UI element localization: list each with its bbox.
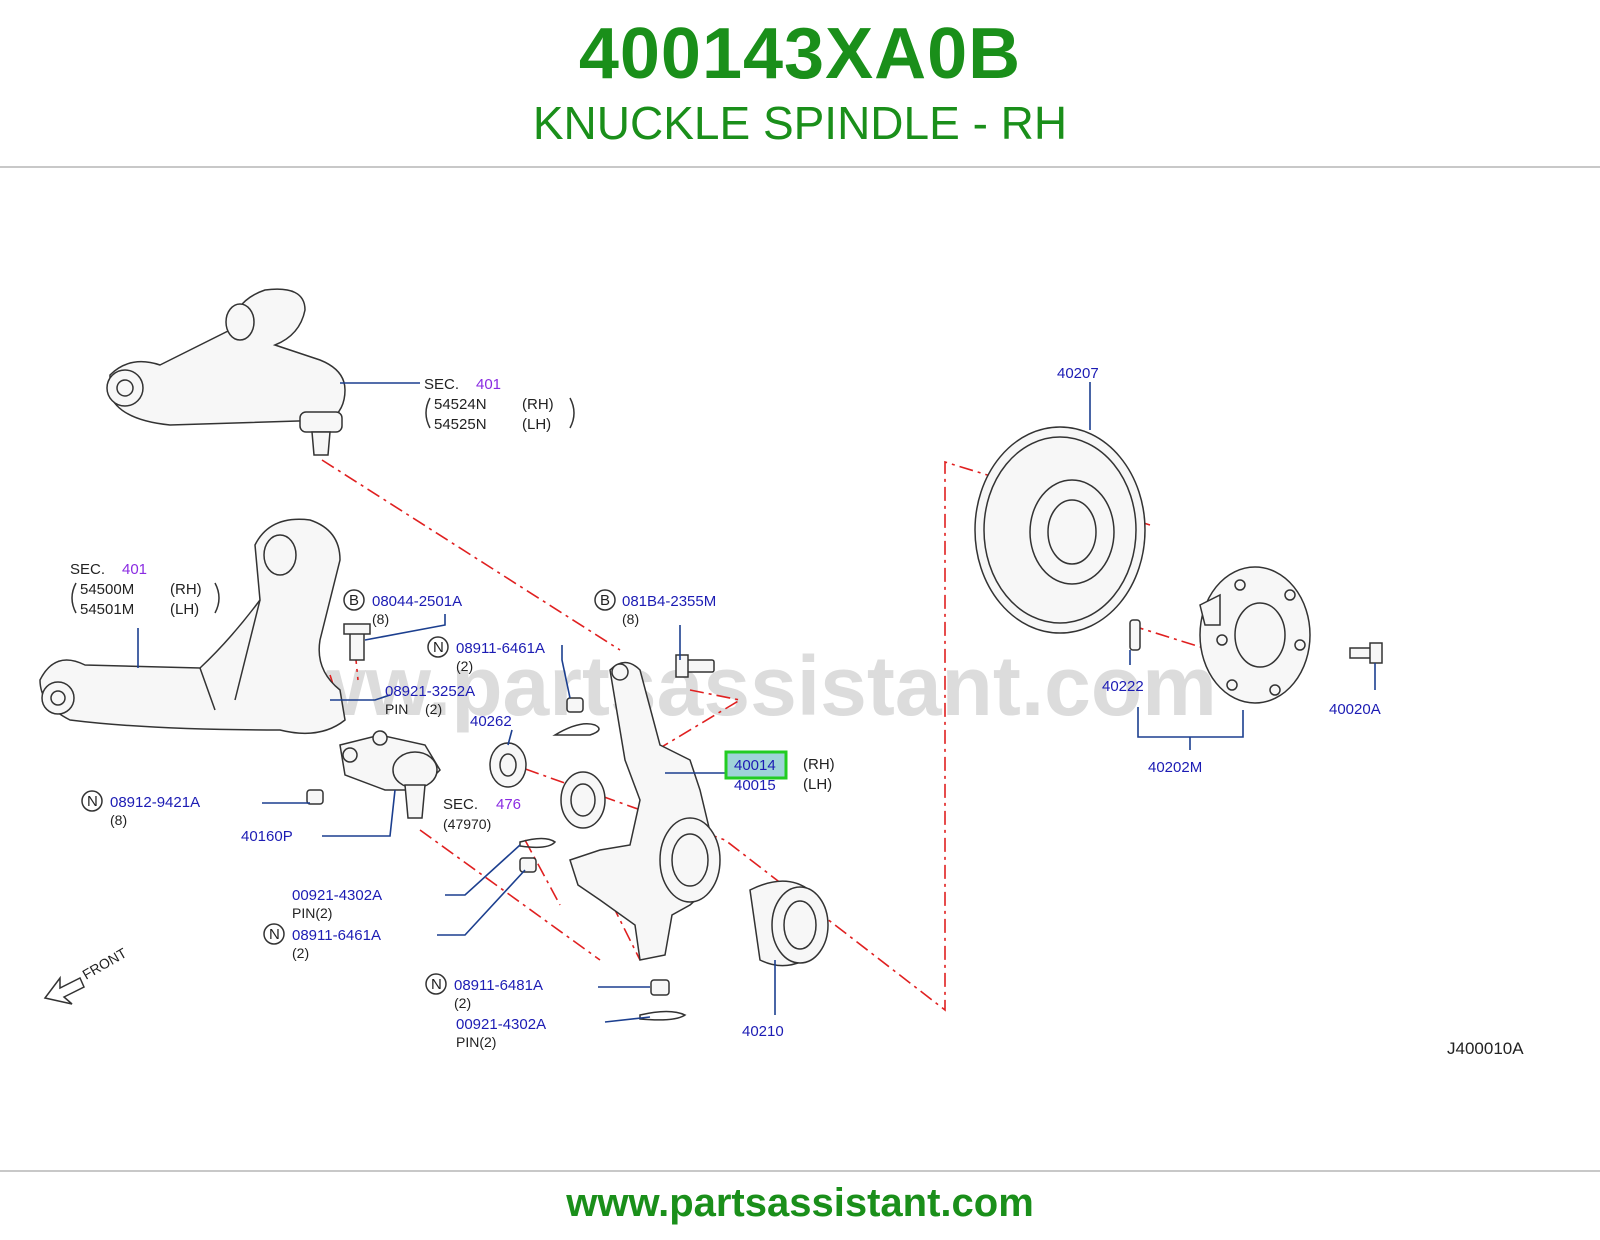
wheel-hub[interactable] — [1199, 566, 1311, 704]
svg-text:401: 401 — [122, 561, 147, 578]
label-n4[interactable]: N 08911-6481A (2) — [425, 973, 543, 1011]
label-40262[interactable]: 40262 — [470, 713, 512, 730]
svg-text:40207: 40207 — [1057, 365, 1099, 382]
leader-lines — [137, 382, 1376, 1023]
svg-text:(8): (8) — [622, 611, 639, 627]
label-upper-arm: SEC. 401 54524N (RH) 54525N (LH) — [424, 376, 575, 433]
label-sec476[interactable]: SEC. 476 (47970) — [443, 796, 521, 832]
svg-text:(2): (2) — [292, 945, 309, 961]
hub-bearing[interactable] — [749, 880, 829, 967]
svg-text:40015: 40015 — [734, 777, 776, 794]
svg-text:54501M: 54501M — [80, 601, 134, 618]
header-divider — [0, 166, 1600, 168]
svg-text:40014: 40014 — [734, 757, 776, 774]
footer-url[interactable]: www.partsassistant.com — [566, 1181, 1034, 1225]
svg-text:(LH): (LH) — [803, 776, 832, 793]
svg-text:08911-6461A: 08911-6461A — [456, 640, 545, 657]
label-pin3[interactable]: 00921-4302A PIN(2) — [456, 1016, 546, 1050]
svg-text:476: 476 — [496, 796, 521, 813]
svg-text:08911-6461A: 08911-6461A — [292, 927, 381, 944]
brake-rotor[interactable] — [974, 426, 1146, 634]
svg-text:40262: 40262 — [470, 713, 512, 730]
front-label: FRONT — [80, 944, 130, 982]
label-40014-highlight[interactable]: 40014 (RH) 40015 (LH) — [724, 750, 835, 794]
part-number-title: 400143XA0B — [578, 14, 1022, 94]
label-n1[interactable]: N 08911-6461A (2) — [427, 636, 545, 674]
svg-text:54500M: 54500M — [80, 581, 134, 598]
footer-divider — [0, 1170, 1600, 1172]
ball-joint[interactable] — [339, 730, 441, 819]
label-40202m[interactable]: 40202M — [1148, 759, 1202, 776]
svg-text:(LH): (LH) — [170, 601, 199, 618]
svg-text:N: N — [433, 639, 444, 656]
label-40160p[interactable]: 40160P — [241, 828, 293, 845]
label-pin2[interactable]: 00921-4302A PIN(2) — [292, 887, 382, 921]
svg-text:08911-6481A: 08911-6481A — [454, 977, 543, 994]
label-pin1[interactable]: 08921-3252A PIN (2) — [385, 683, 475, 717]
front-direction-indicator: FRONT — [43, 944, 130, 1005]
svg-text:(2): (2) — [425, 701, 442, 717]
hardware — [306, 619, 1383, 1021]
diagram-code: J400010A — [1447, 1039, 1524, 1058]
svg-text:(8): (8) — [372, 611, 389, 627]
watermark-text: www.partsassistant.com — [234, 639, 1217, 733]
svg-text:08921-3252A: 08921-3252A — [385, 683, 475, 700]
label-40207[interactable]: 40207 — [1057, 365, 1099, 382]
svg-text:40202M: 40202M — [1148, 759, 1202, 776]
svg-text:40222: 40222 — [1102, 678, 1144, 695]
svg-text:SEC.: SEC. — [70, 561, 105, 578]
svg-text:(RH): (RH) — [170, 581, 202, 598]
svg-text:00921-4302A: 00921-4302A — [292, 887, 382, 904]
label-b2[interactable]: B 081B4-2355M (8) — [594, 589, 716, 627]
lower-control-arm[interactable] — [39, 518, 346, 735]
svg-text:54524N: 54524N — [434, 396, 487, 413]
svg-text:B: B — [349, 592, 359, 609]
svg-text:08912-9421A: 08912-9421A — [110, 794, 200, 811]
svg-text:(8): (8) — [110, 812, 127, 828]
header: 400143XA0B KNUCKLE SPINDLE - RH — [0, 0, 1600, 168]
svg-text:(2): (2) — [454, 995, 471, 1011]
svg-text:SEC.: SEC. — [443, 796, 478, 813]
svg-text:(LH): (LH) — [522, 416, 551, 433]
seal-washer[interactable] — [489, 742, 606, 829]
upper-control-arm[interactable] — [106, 288, 346, 456]
svg-text:40160P: 40160P — [241, 828, 293, 845]
label-lower-arm: SEC. 401 54500M (RH) 54501M (LH) — [70, 561, 220, 618]
svg-text:N: N — [431, 976, 442, 993]
svg-text:(2): (2) — [456, 658, 473, 674]
svg-text:N: N — [87, 793, 98, 810]
svg-text:(RH): (RH) — [522, 396, 554, 413]
svg-text:(47970): (47970) — [443, 816, 491, 832]
svg-text:08044-2501A: 08044-2501A — [372, 593, 462, 610]
svg-text:PIN(2): PIN(2) — [292, 905, 332, 921]
svg-text:SEC.: SEC. — [424, 376, 459, 393]
svg-text:N: N — [269, 926, 280, 943]
svg-text:401: 401 — [476, 376, 501, 393]
svg-text:081B4-2355M: 081B4-2355M — [622, 593, 716, 610]
knuckle-spindle[interactable] — [569, 661, 721, 961]
label-40210[interactable]: 40210 — [742, 1023, 784, 1040]
svg-text:(RH): (RH) — [803, 756, 835, 773]
svg-text:40020A: 40020A — [1329, 701, 1381, 718]
label-b1[interactable]: B 08044-2501A (8) — [343, 589, 462, 627]
svg-text:PIN(2): PIN(2) — [456, 1034, 496, 1050]
label-n3[interactable]: N 08911-6461A (2) — [263, 923, 381, 961]
svg-text:54525N: 54525N — [434, 416, 487, 433]
label-40222[interactable]: 40222 — [1102, 678, 1144, 695]
svg-text:B: B — [600, 592, 610, 609]
svg-text:00921-4302A: 00921-4302A — [456, 1016, 546, 1033]
svg-text:PIN: PIN — [385, 701, 408, 717]
label-n2[interactable]: N 08912-9421A (8) — [81, 790, 200, 828]
svg-text:40210: 40210 — [742, 1023, 784, 1040]
label-40020a[interactable]: 40020A — [1329, 701, 1381, 718]
part-description: KNUCKLE SPINDLE - RH — [532, 97, 1068, 149]
